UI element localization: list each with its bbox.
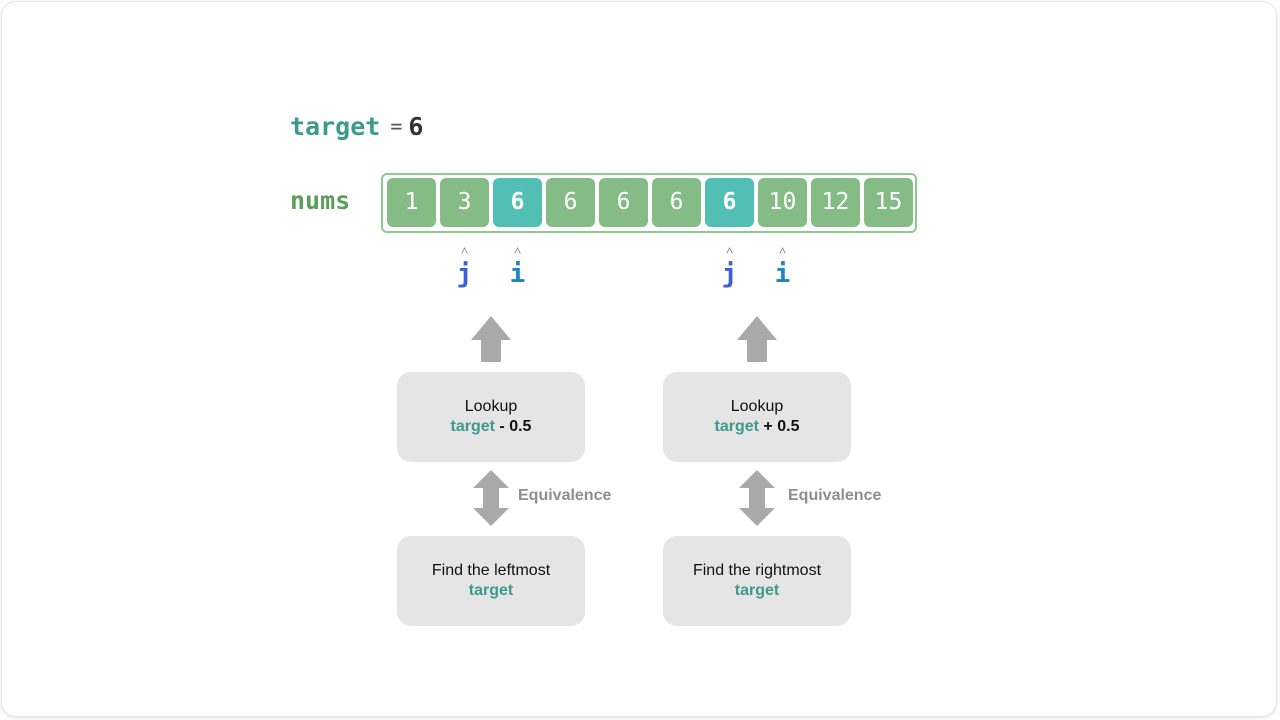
pointer-caret-icon: ˄ xyxy=(460,244,469,259)
pointer-caret-icon: ˄ xyxy=(778,244,787,259)
array-cell: 6 xyxy=(652,178,701,227)
find-title-left: Find the leftmost xyxy=(431,562,551,579)
lookup-suffix-right: + 0.5 xyxy=(758,418,800,435)
pointer-i-left: ˄i xyxy=(503,245,533,290)
pointer-var-i: i xyxy=(774,259,791,289)
target-value: 6 xyxy=(408,112,424,141)
up-arrow-right xyxy=(737,316,777,362)
array-cell: 6 xyxy=(493,178,542,227)
find-keyword-right: target xyxy=(734,582,780,599)
array-cell: 10 xyxy=(758,178,807,227)
find-box-left: Find the leftmost target xyxy=(397,536,585,626)
array-cell: 6 xyxy=(705,178,754,227)
array-cell: 1 xyxy=(387,178,436,227)
array-cell: 6 xyxy=(546,178,595,227)
array-cell: 3 xyxy=(440,178,489,227)
pointer-j-right: ˄j xyxy=(715,245,745,290)
find-title-right: Find the rightmost xyxy=(692,562,822,579)
lookup-title-left: Lookup xyxy=(464,398,518,415)
double-arrow-right xyxy=(739,470,775,526)
pointer-caret-icon: ˄ xyxy=(725,244,734,259)
lookup-keyword-right: target xyxy=(714,418,759,435)
pointer-j-left: ˄j xyxy=(450,245,480,290)
lookup-expr-right: target + 0.5 xyxy=(663,417,851,437)
equivalence-label-right: Equivalence xyxy=(788,487,882,504)
array-cell: 12 xyxy=(811,178,860,227)
lookup-box-right: Lookup target + 0.5 xyxy=(663,372,851,462)
array-cell: 6 xyxy=(599,178,648,227)
lookup-box-left: Lookup target - 0.5 xyxy=(397,372,585,462)
pointer-caret-icon: ˄ xyxy=(513,244,522,259)
up-arrow-left xyxy=(471,316,511,362)
equals-sign: = xyxy=(390,114,403,138)
target-keyword: target xyxy=(290,112,381,141)
find-box-right: Find the rightmost target xyxy=(663,536,851,626)
pointer-i-right: ˄i xyxy=(768,245,798,290)
lookup-title-right: Lookup xyxy=(730,398,784,415)
find-keyword-left: target xyxy=(468,582,514,599)
lookup-keyword-left: target xyxy=(450,418,495,435)
array-cell: 15 xyxy=(864,178,913,227)
equivalence-label-left: Equivalence xyxy=(518,487,612,504)
double-arrow-left xyxy=(473,470,509,526)
lookup-expr-left: target - 0.5 xyxy=(397,417,585,437)
nums-label: nums xyxy=(290,186,351,215)
pointer-var-i: i xyxy=(509,259,526,289)
pointer-var-j: j xyxy=(456,259,473,289)
target-declaration: target =6 xyxy=(290,112,423,141)
lookup-suffix-left: - 0.5 xyxy=(494,418,532,435)
pointer-var-j: j xyxy=(721,259,738,289)
